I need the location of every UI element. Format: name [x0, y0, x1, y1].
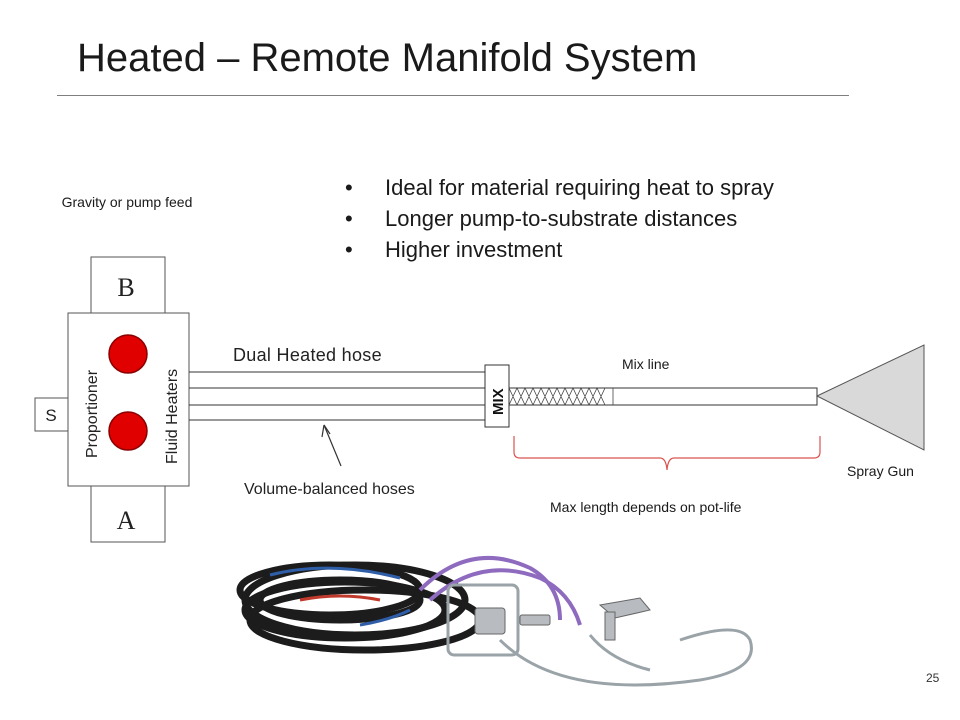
tank-a	[90, 485, 166, 543]
heater-a	[108, 411, 148, 451]
bullet-item: Longer pump-to-substrate distances	[345, 203, 774, 234]
remote-manifold-hose-kit-photo	[236, 556, 753, 687]
dual-heated-hose-label: Dual Heated hose	[233, 345, 382, 365]
bullet-item: Ideal for material requiring heat to spr…	[345, 172, 774, 203]
feed-label: Gravity or pump feed	[61, 194, 193, 210]
heater-b	[108, 334, 148, 374]
page-number: 25	[926, 671, 940, 685]
slide-title: Heated – Remote Manifold System	[77, 36, 698, 80]
tank-b-label: B	[117, 273, 134, 302]
fluid-heaters-label: Fluid Heaters	[164, 369, 181, 464]
volume-balanced-hoses-label: Volume-balanced hoses	[244, 481, 415, 498]
tank-a-label: A	[117, 506, 136, 535]
static-mixer	[508, 387, 614, 406]
dual-heated-hose	[189, 371, 485, 421]
solvent-box	[34, 397, 69, 432]
mix-block-label: MIX	[490, 388, 507, 415]
bullet-list: Ideal for material requiring heat to spr…	[345, 172, 774, 265]
spray-gun-cone	[815, 344, 925, 451]
max-length-brace	[513, 436, 821, 471]
proportioner-label: Proportioner	[84, 369, 101, 458]
spray-gun-label: Spray Gun	[847, 463, 914, 479]
mix-line	[508, 387, 818, 406]
max-length-label: Max length depends on pot-life	[550, 499, 742, 515]
tank-b	[90, 256, 166, 314]
volume-balanced-arrow	[321, 424, 342, 467]
title-divider	[57, 95, 849, 96]
mix-line-label: Mix line	[622, 356, 670, 372]
solvent-label: S	[45, 406, 56, 425]
bullet-item: Higher investment	[345, 234, 774, 265]
mix-block	[484, 364, 510, 428]
